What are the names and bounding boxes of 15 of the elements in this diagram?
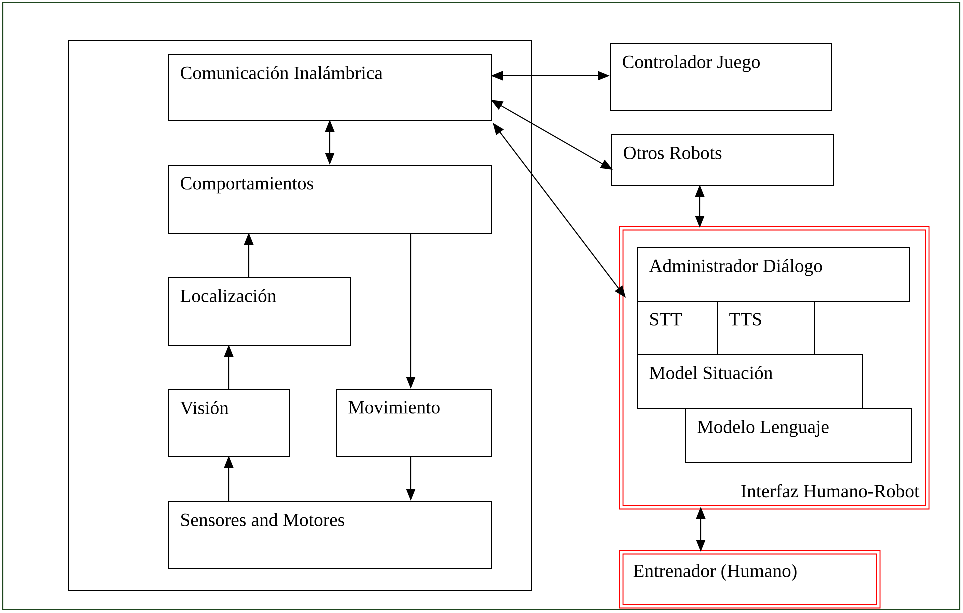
module-box: Modelo Lenguaje (685, 408, 912, 464)
module-box: Sensores and Motores (168, 501, 492, 570)
system-box (68, 40, 532, 592)
module-box: Otros Robots (611, 134, 834, 186)
module-box: Comportamientos (168, 165, 492, 234)
module-box: Movimiento (336, 389, 492, 458)
module-box: Entrenador (Humano) (619, 550, 881, 609)
module-box: Administrador Diálogo (637, 247, 910, 302)
module-box: STT (637, 301, 718, 356)
module-box: Model Situación (637, 354, 864, 410)
module-box: TTS (717, 301, 816, 356)
module-box: Visión (168, 389, 290, 458)
module-box: Controlador Juego (610, 43, 832, 112)
module-box: Localización (168, 277, 352, 346)
module-box: Comunicación Inalámbrica (168, 54, 492, 122)
